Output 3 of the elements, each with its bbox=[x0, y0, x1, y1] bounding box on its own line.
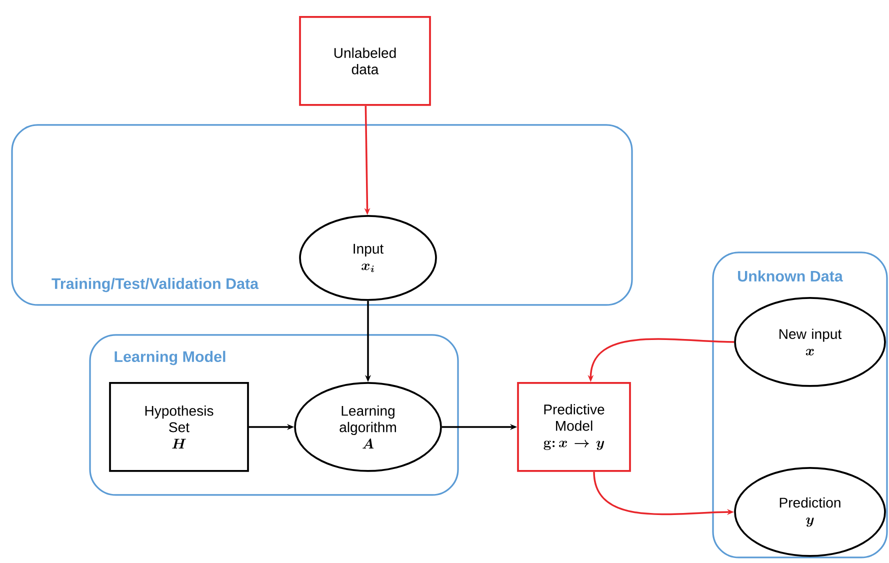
process-box: Unlabeled data bbox=[299, 16, 431, 106]
process-box: Hypothesis Set $H$ bbox=[109, 382, 249, 472]
process-box: Predictive Model $\mathbf{g}\colon x \rightarrow y$ bbox=[517, 382, 631, 472]
